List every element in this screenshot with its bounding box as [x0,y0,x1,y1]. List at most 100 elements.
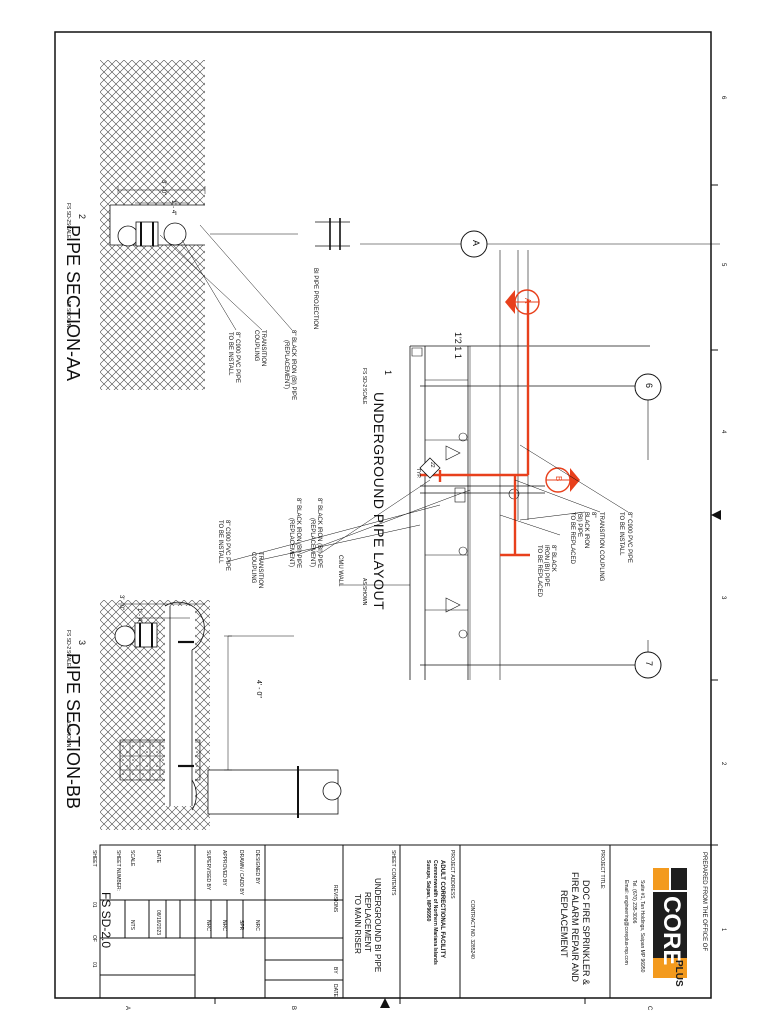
plan-callout-bi-line4: TO BE REPLACED [569,512,575,564]
sheet-number: FS SD-2.0 [99,892,113,949]
plan-callout-c900-line2: TO BE INSTALL [618,512,624,556]
scale-value: NTS [129,920,135,930]
sheet-contents-line1: UNDERGROUND BI PIPE [373,878,382,973]
project-title-label: PROJECT TITLE: [599,850,605,890]
section-aa-dim-mid: 1' - 4" [170,200,176,216]
border-mark-3: 3 [720,596,726,600]
section-aa-repl-line2: (REPLACEMENT) [283,340,289,390]
date-label: DATE [155,850,161,863]
project-address-line2: Commonwealth of Northern Mariana Islands [432,860,438,965]
section-bb-dim-riser: 4' - 0" [255,680,262,698]
plan-callout-bi2-line2: IRON (BI) PIPE [543,545,549,587]
prepared-from: PREPARED FROM THE OFFICE OF [701,852,707,952]
grid-label-7: 7 [644,661,654,667]
sheet-number-label: SHEET NUMBER: [115,850,121,892]
revisions-by-label: BY [332,967,338,974]
revisions-date-label: DATE [332,984,338,997]
section-label-a: A [523,298,532,304]
plan-callout-bi2-line3: TO BE REPLACED [536,545,542,597]
plan-callout-bi-line2: BLACK IRON [583,512,589,549]
plan-callout-c900-2-line2: TO BE INSTALL [217,520,223,564]
date-value: 08/18/2023 [155,910,161,936]
grid-label-6: 6 [644,383,654,389]
sheet-total: 01 [91,962,97,968]
plan-callout-bi-line3: (BI) PIPE [576,512,582,538]
plan-callout-coupling2-line1: TRANSITION [257,552,263,589]
border-mark-b: B [290,1006,296,1011]
logo-text: CORE [658,896,685,966]
section-aa-scale-word: SCALE [65,222,71,239]
firm-address-line1: Suite #1, Tan Holdings, Saipan MP 96950 [639,880,645,973]
grid-bubble-6 [634,373,662,401]
plan-callout-c900-line1: 8" C900 PVC PIPE [626,512,632,563]
plan-scale: AS SHOWN [361,578,367,606]
project-title-line1: DOC FIRE SPRINKLER & [581,880,591,986]
project-address-line1: ADULT CORRECTIONAL FACILITY [439,860,445,959]
plan-callout-bi2-line1: 8" BLACK [550,545,556,572]
plan-callout-repl1-line1: 8" BLACK IRON (BI) PIPE [316,498,322,569]
section-aa-coupling-line2: COUPLING [253,330,259,362]
plan-callout-c900-2-line1: 8" C900 PVC PIPE [224,520,230,571]
border-mark-6: 6 [720,96,726,100]
section-bb-scale: AS SHOWN [65,720,71,748]
border-mark-2: 2 [720,762,726,766]
pipe-route [420,300,530,557]
section-aa-ref: FS SD-2 [65,203,71,223]
supervised-by-value: NRC [205,920,211,931]
scale-label: SCALE [129,850,135,867]
project-title-line3: REPLACEMENT [559,890,569,958]
section-bb-number: 3 [77,640,87,646]
project-address-label: PROJECT ADDRESS [449,850,455,899]
grid-bubble-a [460,230,488,258]
plan-callout-repl2-line1: 8" BLACK IRON (BI) PIPE [295,498,301,569]
section-marker-a [505,289,540,315]
drawn-by-value: SPR [238,920,244,931]
supervised-by-label: SUPERVISED BY [205,850,211,891]
project-title-line2: FIRE ALARM REPAIR AND [570,872,580,982]
detail-diamond [419,457,441,479]
firm-address-line2: Tel. (670) 235-3006 [631,880,637,924]
approved-by-label: APPROVED BY [221,850,227,886]
title-block-frame [99,844,712,999]
section-aa-number: 2 [77,214,87,220]
plan-scale-word: SCALE [361,388,367,405]
plan-ref: FS SD-2 [361,368,367,388]
sheet-contents-label: SHEET CONTENTS [390,850,396,896]
border-mark-4: 4 [720,430,726,434]
border-mark-c: C [646,1006,652,1011]
contract-number: CONTRACT NO. 3285240 [469,900,475,959]
border-mark-5: 5 [720,263,726,267]
designed-by-label: DESIGNED BY [254,850,260,885]
designed-by-value: NRC [254,920,260,931]
sheet-contents-line2: REPLACEMENT [363,892,372,953]
center-mark-bottom [380,998,390,1008]
revisions-label: REVISIONS [332,885,338,913]
section-bb-ref: FS SD-2 [65,630,71,650]
plan-callout-coupling: TRANSITION COUPLING [598,512,604,582]
plan-leaders [225,444,629,586]
section-aa-c900-line1: 8" C900 PVC PIPE [234,332,240,383]
section-aa-c900-line2: TO BE INSTALL [227,332,233,376]
section-bb-scale-word: SCALE [65,650,71,667]
note-typ: TYP. [415,468,421,479]
section-aa-projection: BI PIPE PROJECTION [312,268,318,330]
section-marker-b [545,467,580,493]
grid-bubble-7 [634,651,662,679]
plan-callout-coupling2-line2: COUPLING [250,552,256,584]
plan-number: 1 [383,370,393,376]
sheet-index: 01 [91,902,97,908]
aa-leaders [159,224,293,331]
section-aa-coupling-line1: TRANSITION [260,330,266,367]
sheet-word: SHEET [91,850,97,867]
border-mark-a: A [124,1006,130,1011]
section-bb-dim-mid: 1' - 4" [136,608,142,624]
logo-subtext: PLUS [673,960,684,987]
firm-address-line3: Email: engineering@coreplus-mp.com [623,880,629,965]
section-label-b: B [554,476,563,482]
center-mark-right [711,510,721,520]
border-mark-1: 1 [720,928,726,932]
sheet-contents-line3: TO MAIN RISER [353,894,362,954]
section-aa-repl-line1: 8" BLACK IRON (BI) PIPE [290,330,296,401]
